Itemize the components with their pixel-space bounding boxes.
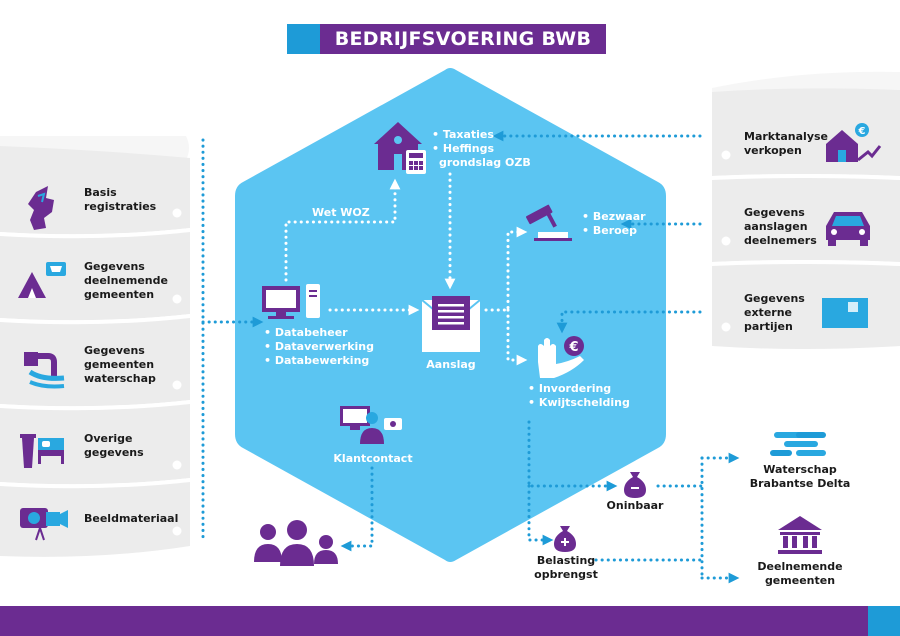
envelope-icon (421, 296, 481, 352)
klantcontact-to-people-arrow (340, 466, 374, 552)
wet-woz-label: Wet WOZ (312, 206, 370, 219)
data-processing-label: • Databeheer• Dataverwerking• Databewerk… (264, 326, 374, 367)
customer-service-icon (340, 406, 402, 444)
hand-euro-icon: € (538, 336, 584, 378)
footer-bar (0, 606, 868, 636)
page-title: BEDRIJFSVOERING BWB (320, 24, 606, 54)
wet-woz-arrow (284, 178, 401, 282)
package-icon (822, 298, 868, 328)
bed-bin-icon (20, 434, 64, 468)
house-euro-icon: € (826, 123, 882, 162)
aanslag-to-bezwaar-arrow (484, 226, 528, 312)
camera-icon (20, 508, 68, 541)
house-calculator-icon (374, 122, 426, 174)
footer-accent (868, 606, 900, 636)
money-bag-plus-icon (554, 526, 576, 552)
svg-text:€: € (568, 340, 578, 355)
car-icon (826, 212, 870, 246)
svg-text:€: € (858, 126, 866, 137)
bezwaar-label: • Bezwaar• Beroep (582, 210, 646, 237)
money-bag-minus-icon (624, 472, 646, 498)
tent-cart-icon (18, 262, 66, 298)
to-belasting-arrow (527, 484, 554, 546)
klantcontact-label: Klantcontact (333, 452, 413, 465)
left-database-cylinder (0, 136, 190, 557)
computer-icon (262, 284, 320, 319)
aanslag-label: Aanslag (426, 358, 476, 371)
map-region-icon (28, 186, 54, 230)
oninbaar-label: Oninbaar (606, 499, 664, 512)
water-pipe-icon (24, 352, 65, 389)
connectors (201, 130, 740, 584)
invordering-label: • Invordering• Kwijtschelding (528, 382, 630, 409)
waterschap-waves-icon (770, 432, 826, 456)
title-accent-bar (287, 24, 320, 54)
people-group-icon (254, 520, 338, 566)
aanslag-to-invordering-arrow (506, 308, 528, 366)
gavel-icon (525, 204, 572, 241)
left-source-label-beeldmateriaal: Beeldmateriaal (84, 512, 179, 525)
town-hall-icon (778, 516, 822, 554)
